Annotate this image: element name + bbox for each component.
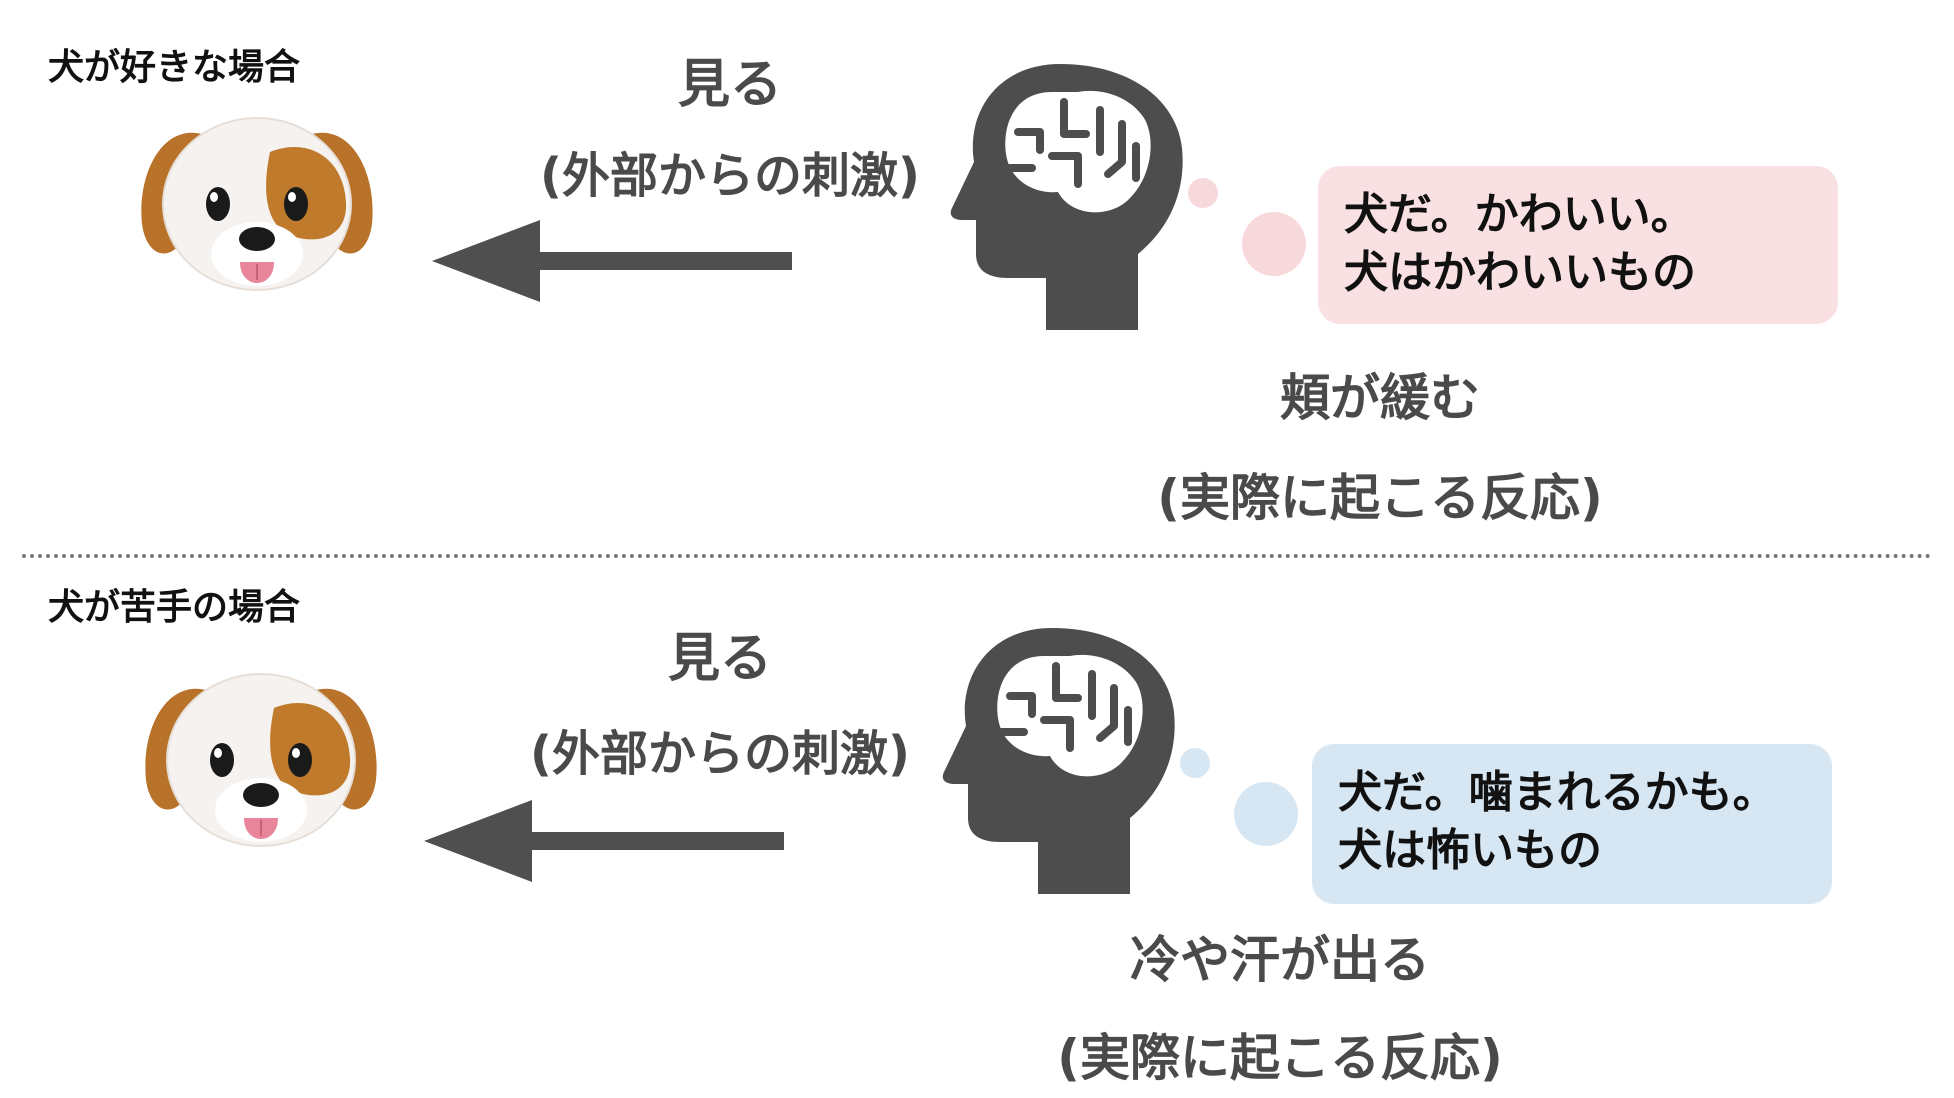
case-title: 犬が苦手の場合 <box>48 587 301 628</box>
dog-face-icon <box>145 673 377 847</box>
thought-line: 犬は怖いもの <box>1338 825 1602 876</box>
case-panel-dislike: 犬が苦手の場合 見る (外部からの刺激) <box>0 548 1954 1098</box>
stimulus-label: 見る <box>667 629 772 689</box>
thought-dot-small <box>1188 178 1218 208</box>
thought-bubble: 犬だ。噛まれるかも。 犬は怖いもの <box>1312 744 1832 904</box>
case-title: 犬が好きな場合 <box>48 47 301 88</box>
reaction-note: (実際に起こる反応) <box>1157 469 1603 527</box>
thought-dot-small <box>1180 748 1210 778</box>
thought-line: 犬だ。かわいい。 <box>1344 189 1695 240</box>
stimulus-note: (外部からの刺激) <box>540 148 920 204</box>
reaction-note: (実際に起こる反応) <box>1057 1029 1503 1087</box>
reaction-label: 冷や汗が出る <box>1130 931 1430 989</box>
reaction-label: 頬が緩む <box>1280 369 1480 427</box>
thought-bubble: 犬だ。かわいい。 犬はかわいいもの <box>1318 166 1838 324</box>
brain-head-icon <box>950 64 1183 330</box>
section-divider <box>22 554 1932 558</box>
brain-head-icon <box>942 628 1175 894</box>
left-arrow-icon <box>432 220 792 302</box>
stimulus-label: 見る <box>677 55 782 115</box>
thought-line: 犬はかわいいもの <box>1344 247 1696 298</box>
dog-face-icon <box>141 117 373 291</box>
thought-line: 犬だ。噛まれるかも。 <box>1338 767 1777 818</box>
case-panel-like: 犬が好きな場合 見る (外部からの刺激) <box>48 47 1838 527</box>
left-arrow-icon <box>424 800 784 882</box>
stimulus-note: (外部からの刺激) <box>530 726 910 782</box>
thought-dot-large <box>1242 212 1306 276</box>
thought-dot-large <box>1234 782 1298 846</box>
